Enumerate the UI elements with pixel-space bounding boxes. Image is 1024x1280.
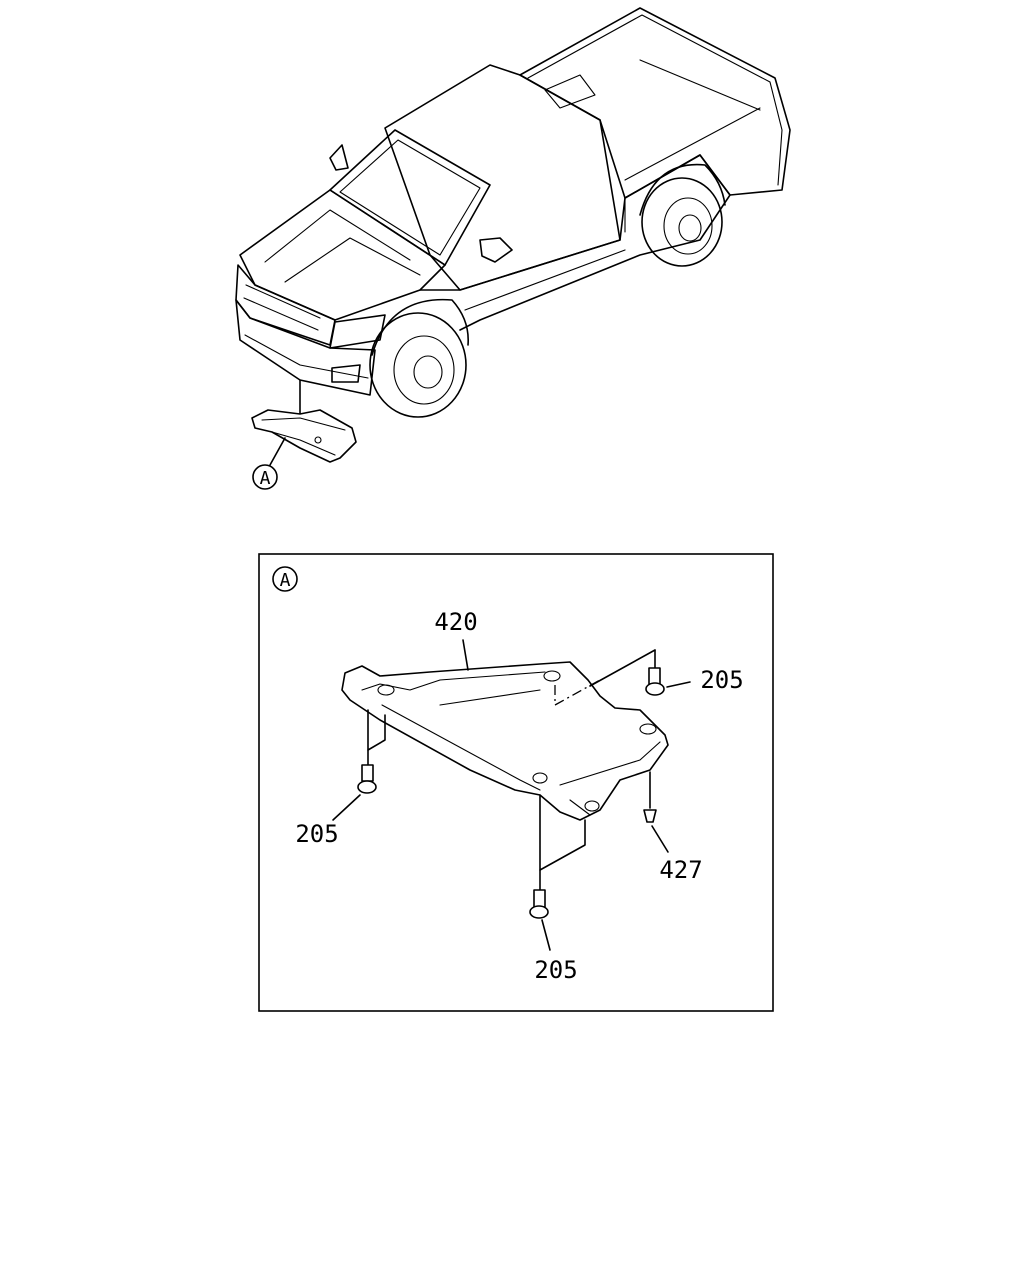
callout-205-bottom-leader bbox=[541, 919, 551, 951]
svg-text:A: A bbox=[280, 570, 291, 591]
pickup-truck-illustration bbox=[235, 7, 791, 418]
overview-marker-leader bbox=[269, 437, 286, 466]
callout-205-left: 205 bbox=[295, 820, 338, 848]
callout-427-leader bbox=[651, 825, 669, 853]
callout-205-right-leader bbox=[666, 681, 691, 688]
bolt-205-left bbox=[357, 709, 386, 794]
callout-205-right: 205 bbox=[700, 666, 743, 694]
bolt-205-bottom bbox=[529, 794, 586, 919]
skid-plate-overview bbox=[251, 409, 357, 463]
clip-427 bbox=[643, 771, 657, 823]
detail-box-frame bbox=[258, 553, 774, 1012]
skid-plate-420 bbox=[341, 661, 669, 821]
svg-text:A: A bbox=[260, 468, 271, 489]
detail-box-marker: A bbox=[272, 566, 298, 592]
callout-420-leader bbox=[462, 639, 469, 671]
callout-205-bottom: 205 bbox=[534, 956, 577, 984]
callout-420: 420 bbox=[434, 608, 477, 636]
detail-view-marker: A bbox=[252, 464, 278, 490]
callout-205-left-leader bbox=[332, 794, 361, 821]
callout-427: 427 bbox=[659, 856, 702, 884]
bolt-205-right bbox=[554, 649, 665, 707]
